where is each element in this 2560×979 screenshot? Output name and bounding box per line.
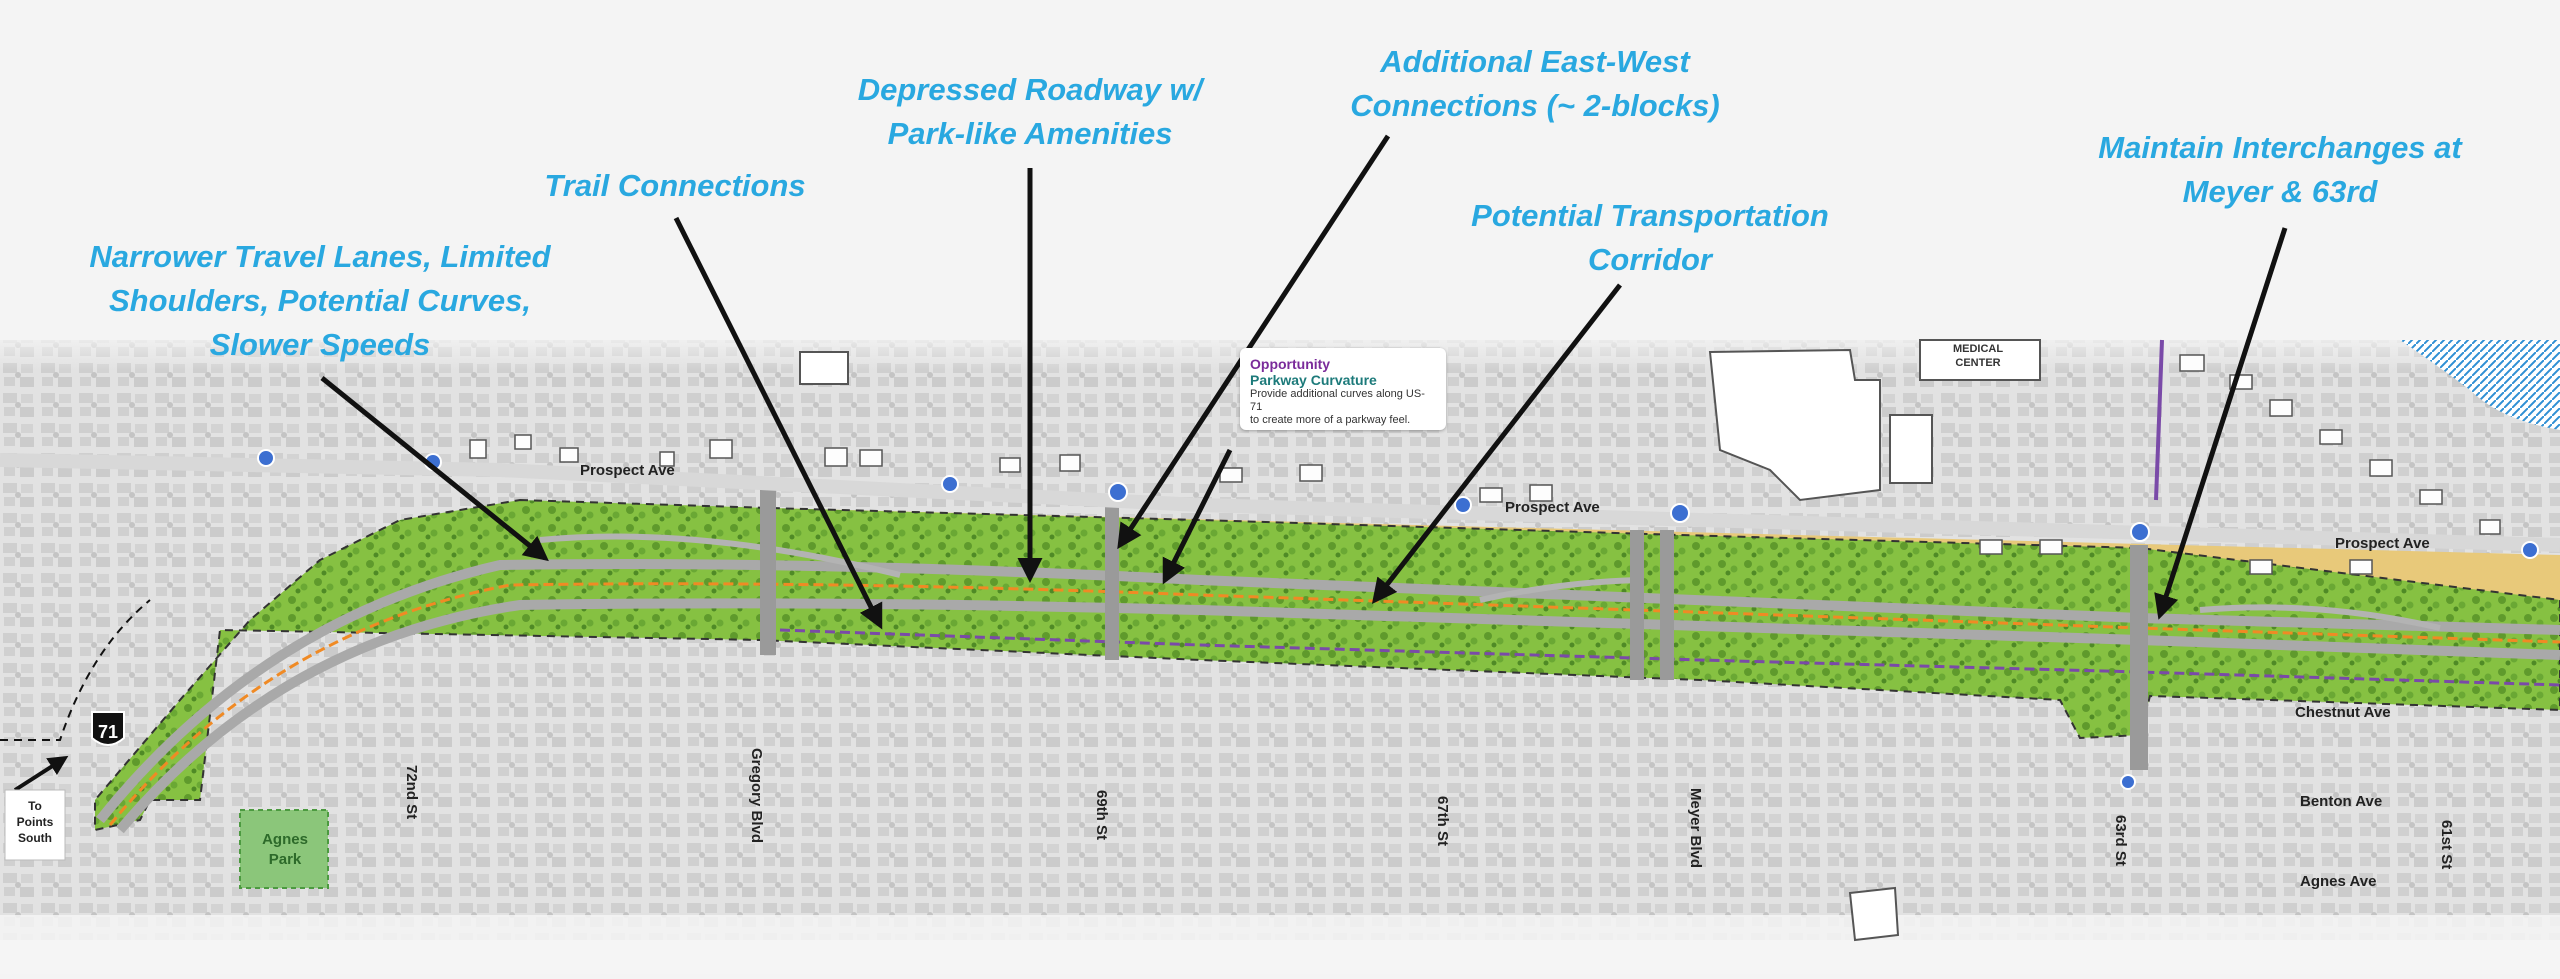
buildings <box>799 339 2041 942</box>
69th-overpass <box>1105 500 1119 660</box>
prospect-ave-label-west: Prospect Ave <box>580 462 675 479</box>
arrow-eastwest-2 <box>1162 448 1233 585</box>
meyer-blvd-label: Meyer Blvd <box>1687 788 1704 868</box>
agnes-ave-label: Agnes Ave <box>2300 873 2376 890</box>
medical-center-label-line1: MEDICAL <box>1953 343 2003 355</box>
ramp-east2 <box>2199 604 2441 631</box>
arrow-interchanges <box>2154 227 2288 620</box>
trail-purple <box>779 628 2560 687</box>
opportunity-text-line2: to create more of a parkway feel. <box>1250 414 1411 426</box>
opportunity-box: Opportunity Parkway Curvature Provide ad… <box>1240 348 1446 430</box>
transit-stops <box>257 449 2539 790</box>
opportunity-subtitle: Parkway Curvature <box>1250 372 1377 388</box>
ramp-east <box>1479 577 1641 603</box>
callout-interchanges: Maintain Interchanges at Meyer & 63rd <box>2060 126 2500 214</box>
chestnut-ave-label: Chestnut Ave <box>2295 704 2391 721</box>
agnes-park-label-line2: Park <box>269 851 302 868</box>
arrow-trail <box>673 216 883 630</box>
to-points-south-label: To Points South <box>17 799 54 845</box>
callout-transport-line1: Potential Transportation <box>1471 198 1829 233</box>
callout-interchanges-line1: Maintain Interchanges at <box>2098 130 2462 165</box>
callout-depressed-line1: Depressed Roadway w/ <box>857 72 1203 107</box>
agnes-park-label-line1: Agnes <box>262 831 308 848</box>
arrow-eastwest-1 <box>1117 134 1391 550</box>
callout-trail-connections: Trail Connections <box>520 164 830 208</box>
highway-71-shield: 71 <box>91 711 125 746</box>
medical-center-label-line2: CENTER <box>1955 357 2000 369</box>
meyer-overpass-a <box>1630 530 1644 680</box>
72nd-st-label: 72nd St <box>403 765 420 819</box>
callout-trail-line1: Trail Connections <box>544 168 806 203</box>
callout-depressed-line2: Park-like Amenities <box>887 116 1173 151</box>
callout-narrower-line1: Narrower Travel Lanes, Limited <box>89 239 551 274</box>
prospect-ave-label-mid: Prospect Ave <box>1505 499 1600 516</box>
arrow-transport <box>1371 283 1622 604</box>
arrow-narrower <box>320 376 549 562</box>
trail-orange <box>108 582 2560 826</box>
callout-arrows <box>320 134 2288 630</box>
callout-eastwest-line2: Connections (~ 2-blocks) <box>1350 88 1720 123</box>
63rd-overpass <box>2130 545 2148 770</box>
roadway-south <box>116 598 2560 834</box>
callout-transport-line2: Corridor <box>1588 242 1712 277</box>
meyer-overpass-b <box>1660 530 1674 680</box>
roadway-north <box>96 559 2560 824</box>
south-label: South <box>18 831 52 845</box>
61st-st-label: 61st St <box>2438 820 2455 869</box>
to-label: To <box>28 799 42 813</box>
63rd-st-label: 63rd St <box>2112 815 2129 866</box>
points-label: Points <box>17 815 54 829</box>
callout-narrower-line2: Shoulders, Potential Curves, <box>108 283 532 318</box>
69th-st-label: 69th St <box>1093 790 1110 840</box>
trail-purple-north <box>2154 339 2164 501</box>
callout-transportation-corridor: Potential Transportation Corridor <box>1440 194 1860 282</box>
gregory-overpass <box>760 485 776 655</box>
highway-71-number: 71 <box>98 722 118 742</box>
callout-narrower-line3: Slower Speeds <box>209 327 431 362</box>
agnes-park-area <box>239 809 329 889</box>
prospect-ave-label-east: Prospect Ave <box>2335 535 2430 552</box>
water-area <box>2400 340 2560 430</box>
opportunity-title: Opportunity <box>1250 356 1331 372</box>
gregory-blvd-label: Gregory Blvd <box>748 748 765 843</box>
callout-interchanges-line2: Meyer & 63rd <box>2182 174 2378 209</box>
67th-st-label: 67th St <box>1434 796 1451 846</box>
callout-eastwest-line1: Additional East-West <box>1380 44 1690 79</box>
callout-narrower-lanes: Narrower Travel Lanes, Limited Shoulders… <box>70 235 570 367</box>
benton-ave-label: Benton Ave <box>2300 793 2382 810</box>
opportunity-text-line1: Provide additional curves along US-71 <box>1250 388 1425 413</box>
callout-east-west: Additional East-West Connections (~ 2-bl… <box>1310 40 1760 128</box>
callout-depressed-roadway: Depressed Roadway w/ Park-like Amenities <box>820 68 1240 156</box>
